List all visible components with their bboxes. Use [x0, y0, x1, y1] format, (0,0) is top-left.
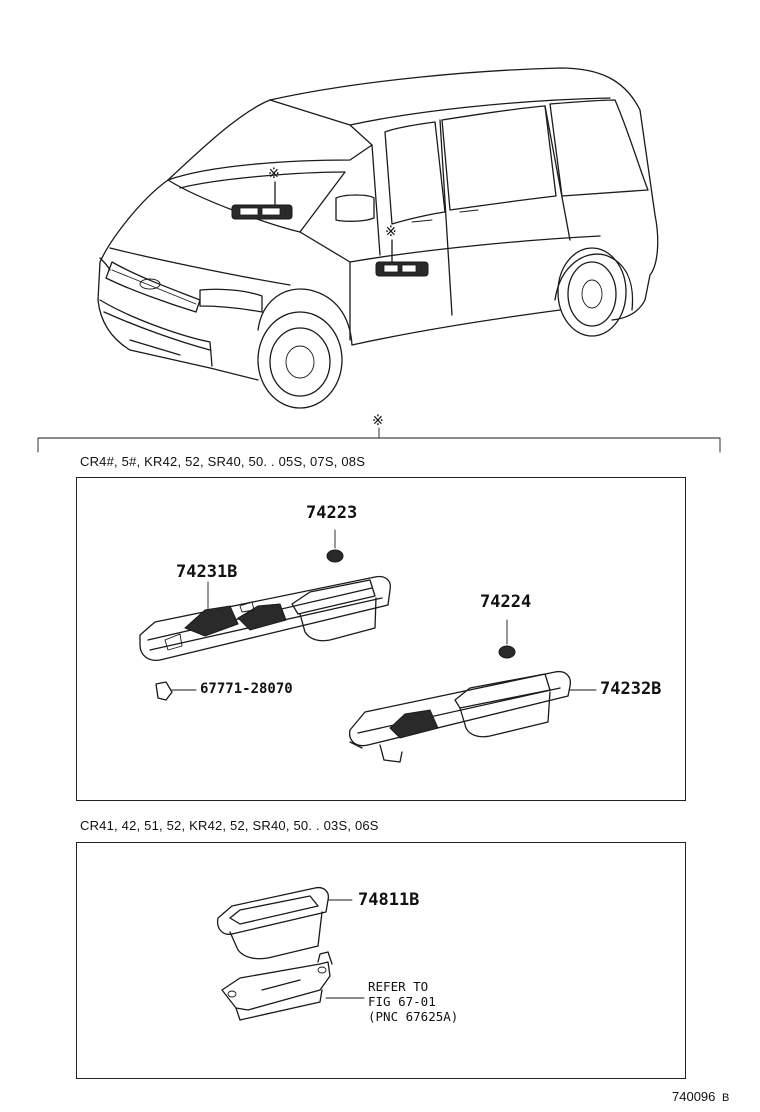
part-number-74811b: 74811B: [358, 890, 420, 910]
figure-code-suffix: B: [722, 1092, 730, 1104]
group-bracket: [37, 427, 721, 453]
part-number-74223: 74223: [306, 503, 358, 523]
part-number-67771-28070: 67771-28070: [200, 681, 293, 697]
refer-line-2: FIG 67-01: [368, 994, 436, 1009]
reference-mark-dash: ※: [268, 166, 280, 182]
section2-caption: CR41, 42, 51, 52, KR42, 52, SR40, 50. . …: [80, 818, 379, 833]
figure-code-number: 740096: [672, 1089, 716, 1104]
refer-note: REFER TO FIG 67-01 (PNC 67625A): [368, 979, 458, 1024]
reference-mark-bracket: ※: [372, 413, 384, 429]
section2-frame: [76, 842, 686, 1079]
refer-line-1: REFER TO: [368, 979, 429, 994]
refer-line-3: (PNC 67625A): [368, 1009, 459, 1024]
part-number-74224: 74224: [480, 592, 532, 612]
part-number-74232b: 74232B: [600, 679, 662, 699]
section1-caption: CR4#, 5#, KR42, 52, SR40, 50. . 05S, 07S…: [80, 454, 366, 469]
part-number-74231b: 74231B: [176, 562, 238, 582]
van-illustration: [97, 67, 659, 409]
reference-mark-door: ※: [385, 224, 397, 240]
figure-code: 740096 B: [672, 1089, 729, 1104]
section1-frame: [76, 477, 686, 801]
